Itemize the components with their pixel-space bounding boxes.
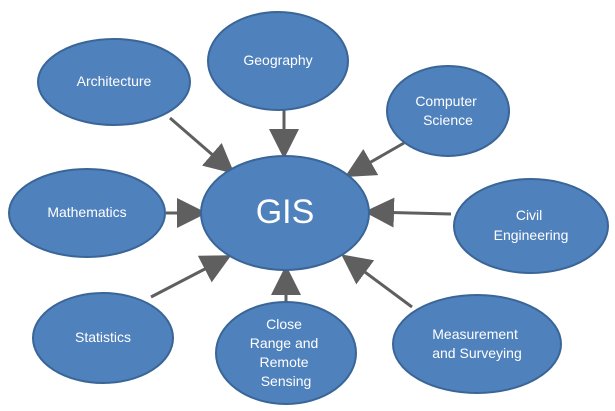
- node-computer-science-shape: [386, 65, 510, 157]
- node-statistics-shape: [32, 292, 174, 384]
- node-mathematics: Mathematics: [8, 168, 166, 258]
- arrow-civil-engineering-to-gis: [364, 197, 452, 228]
- node-architecture: Architecture: [37, 38, 191, 126]
- connector-arrows: [150, 108, 452, 309]
- node-geography-label: Geography: [243, 52, 312, 68]
- node-measurement-surveying: Measurement and Surveying: [392, 294, 562, 394]
- node-architecture-label: Architecture: [77, 73, 152, 89]
- node-statistics-label: Statistics: [75, 329, 131, 345]
- node-mathematics-shape: [8, 168, 166, 258]
- node-geography: Geography: [207, 11, 349, 111]
- node-civil-engineering-label: Civil Engineering: [494, 207, 569, 243]
- node-computer-science-label: Computer Science: [415, 93, 480, 128]
- node-close-range-remote-sensing-shape: [215, 301, 357, 405]
- node-measurement-surveying-label: Measurement and Surveying: [432, 326, 522, 361]
- node-mathematics-label: Mathematics: [47, 204, 126, 220]
- node-gis-center-shape: [200, 155, 370, 271]
- node-close-range-remote-sensing: Close Range and Remote Sensing: [215, 301, 357, 405]
- node-gis-center: GIS: [200, 155, 370, 271]
- node-architecture-shape: [37, 38, 191, 126]
- node-civil-engineering: Civil Engineering: [453, 178, 609, 274]
- nodes: Architecture Geography Computer Science: [8, 11, 609, 405]
- arrow-statistics-to-gis: [150, 255, 232, 299]
- node-measurement-surveying-shape: [392, 294, 562, 394]
- arrow-measurement-surveying-to-gis: [341, 254, 413, 309]
- node-computer-science: Computer Science: [386, 65, 510, 157]
- node-civil-engineering-shape: [453, 178, 609, 274]
- node-close-range-remote-sensing-label: Close Range and Remote Sensing: [250, 316, 322, 389]
- arrow-architecture-to-gis: [169, 116, 235, 174]
- arrow-computer-science-to-gis: [344, 141, 405, 177]
- node-gis-center-label: GIS: [256, 193, 315, 231]
- node-statistics: Statistics: [32, 292, 174, 384]
- node-geography-shape: [207, 11, 349, 111]
